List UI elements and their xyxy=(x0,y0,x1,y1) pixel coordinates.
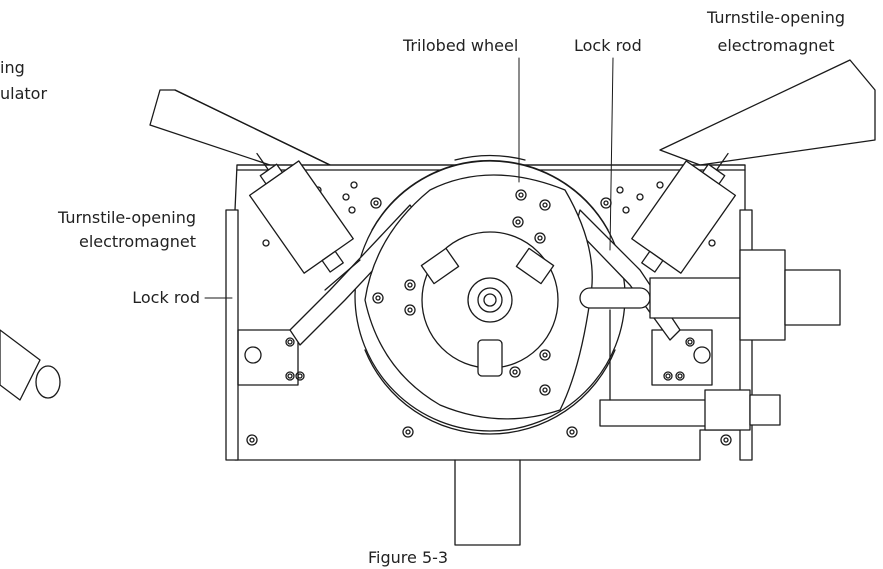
left-electromagnet xyxy=(248,152,354,274)
label-trilobed-wheel: Trilobed wheel xyxy=(403,36,519,55)
right-arm-tube xyxy=(659,59,876,166)
partial-label-top-left-2: ulator xyxy=(0,84,48,103)
label-electromagnet-right-1: Turnstile-opening xyxy=(706,8,845,27)
bottom-post xyxy=(454,459,521,546)
label-lock-rod-left: Lock rod xyxy=(132,288,200,307)
trilobed-wheel xyxy=(364,174,593,420)
right-bracket xyxy=(651,329,713,386)
left-bracket xyxy=(237,329,305,386)
label-electromagnet-left-1: Turnstile-opening xyxy=(57,208,196,227)
label-electromagnet-right-2: electromagnet xyxy=(717,36,835,55)
right-shaft-assembly xyxy=(579,249,841,431)
partial-label-top-left-1: ing xyxy=(0,58,25,77)
left-cylinder xyxy=(0,329,61,401)
right-electromagnet xyxy=(631,152,737,274)
leader-lines xyxy=(204,57,614,299)
label-electromagnet-left-2: electromagnet xyxy=(78,232,196,251)
figure-caption: Figure 5-3 xyxy=(368,548,449,567)
label-lock-rod-top: Lock rod xyxy=(574,36,642,55)
